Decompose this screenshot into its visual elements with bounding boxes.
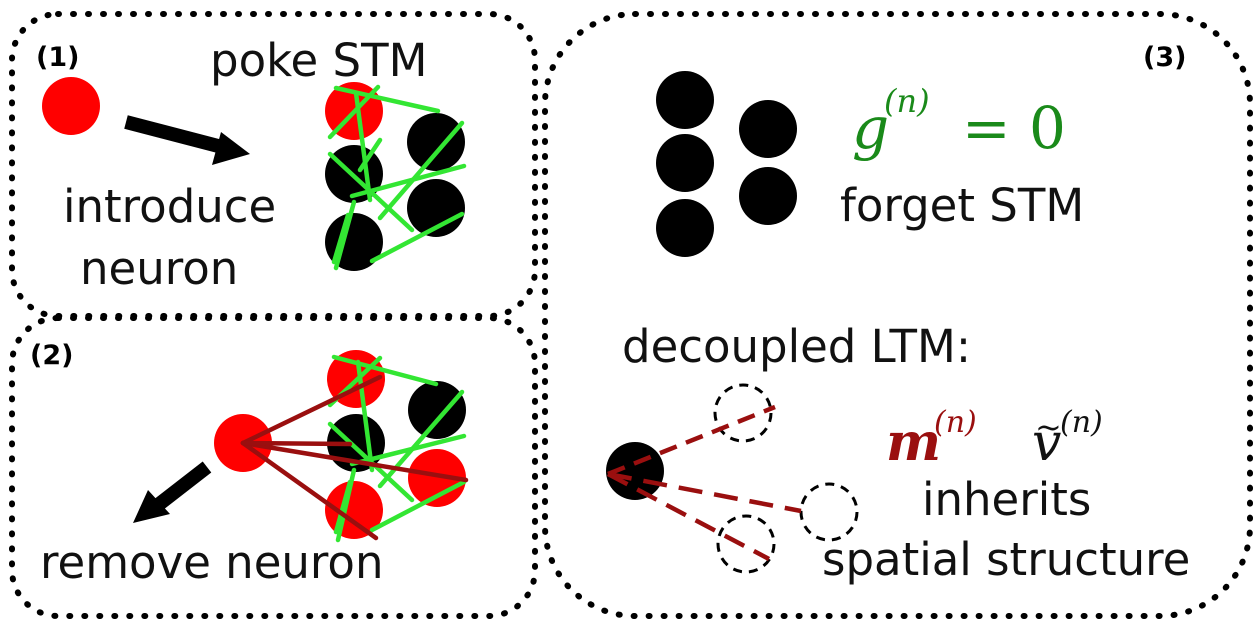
panel-1-label-introduce: introduce [63,180,276,233]
panel-3-label-inherits: inherits [922,473,1091,526]
panel-1-frame [9,11,538,319]
neuron-icon [656,199,714,257]
neuron-icon [739,100,797,158]
gate-superscript: (n) [884,82,930,120]
network-cluster [325,82,467,271]
panel-1: (1) poke STM introduce neuron [36,34,467,295]
ghost-neuron-icon [713,383,773,443]
ltm-connections [606,404,802,561]
neuron-icon [656,71,714,129]
memory-v-superscript: (n) [1060,405,1103,440]
new-neuron-icon [42,77,100,135]
memory-v: v [1032,413,1061,473]
gate-equation: g (n) = 0 [852,82,1066,162]
panel-1-title: poke STM [210,34,427,87]
stm-connections [327,354,467,543]
neuron-icon [407,113,465,171]
ltm-connections [240,374,469,541]
neuron-icon [408,381,466,439]
decoupled-neuron [606,383,859,574]
memory-m: m [886,412,941,473]
neuron-icon [739,167,797,225]
forgotten-neurons [656,71,797,257]
panel-2-number: (2) [30,340,73,371]
panel-1-number: (1) [36,42,79,73]
arrow-icon [124,115,250,165]
panel-2: (2) remove neuron [30,340,469,589]
panel-3-label-forget: forget STM [840,179,1084,232]
panel-2-label-remove: remove neuron [40,536,383,589]
panel-1-label-neuron: neuron [80,242,238,295]
neuron-icon [408,449,466,507]
ghost-neuron-icon [799,482,859,542]
memory-v-tilde: ~ [1035,408,1062,446]
memory-equation: m (n) v ~ (n) [886,405,1103,473]
memory-m-superscript: (n) [934,405,977,440]
panel-3: (3) g (n) = 0 forget STM decoupled LTM: … [606,42,1190,586]
panel-3-label-spatial: spatial structure [822,533,1190,586]
panel-3-label-decoupled: decoupled LTM: [622,320,971,373]
gate-rest: = 0 [962,94,1066,162]
arrow-icon [133,461,212,523]
ghost-neuron-icon [716,514,776,574]
neuron-icon [656,134,714,192]
panel-3-number: (3) [1143,42,1186,73]
stm-connections [327,84,467,271]
gate-base: g [852,94,889,162]
network-cluster [240,350,469,543]
